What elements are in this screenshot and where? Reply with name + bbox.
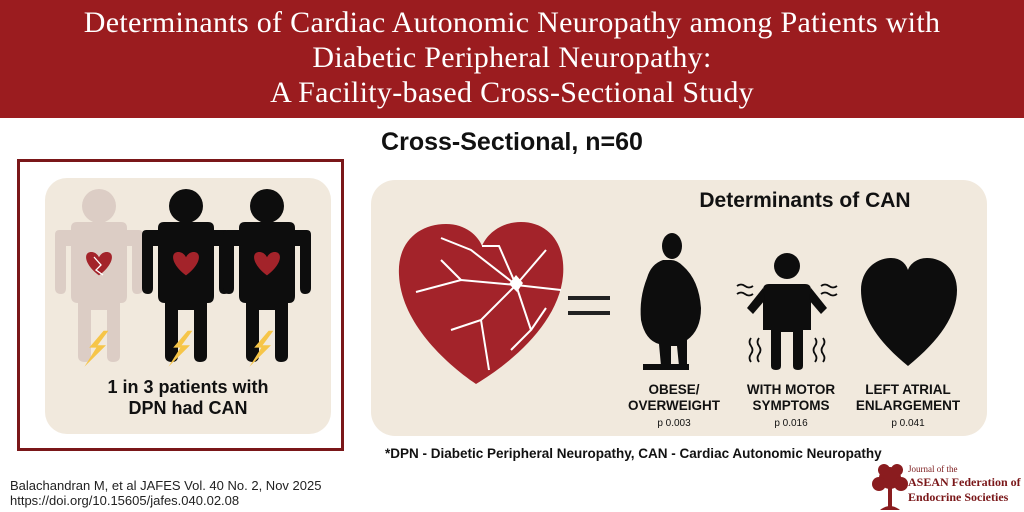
prevalence-line-1: 1 in 3 patients with [107, 377, 269, 397]
abbreviation-footnote: *DPN - Diabetic Peripheral Neuropathy, C… [385, 446, 882, 461]
left-panel-frame [17, 159, 344, 451]
journal-line-2: ASEAN Federation of [908, 475, 1021, 489]
title-line-2: Diabetic Peripheral Neuropathy: [312, 41, 712, 74]
determinants-title: Determinants of CAN [699, 189, 911, 212]
dpn-can-person-icon-1 [142, 189, 230, 367]
motor-label-line-2: SYMPTOMS [752, 398, 830, 413]
motor-label-line-1: WITH MOTOR [746, 382, 836, 397]
determinants-graphics [398, 222, 957, 384]
journal-logo: Journal of the ASEAN Federation of Endoc… [870, 462, 1024, 512]
study-design: Cross-Sectional, n=60 [381, 128, 643, 156]
determinant-label-obese: OBESE/ OVERWEIGHT [614, 382, 734, 414]
dpn-can-person-icon-2 [223, 189, 311, 367]
journal-line-3: Endocrine Societies [908, 490, 1009, 504]
determinant-label-atrial: LEFT ATRIAL ENLARGEMENT [848, 382, 968, 414]
pale-person-icon [55, 189, 143, 367]
p-value-obese: p 0.003 [657, 418, 691, 429]
obese-person-icon [640, 233, 701, 370]
citation-line-2[interactable]: https://doi.org/10.15605/jafes.040.02.08 [10, 493, 240, 508]
trembling-person-icon [736, 253, 838, 370]
prevalence-line-2: DPN had CAN [128, 398, 248, 418]
broken-heart-icon [398, 222, 564, 384]
obese-label-line-1: OBESE/ [648, 382, 700, 397]
p-value-motor: p 0.016 [774, 418, 808, 429]
atrial-label-line-2: ENLARGEMENT [855, 398, 961, 413]
title-line-1: Determinants of Cardiac Autonomic Neurop… [83, 6, 941, 39]
title-banner: Determinants of Cardiac Autonomic Neurop… [0, 0, 1024, 118]
obese-label-line-2: OVERWEIGHT [627, 398, 720, 413]
patient-figures [55, 189, 311, 367]
determinant-label-motor: WITH MOTOR SYMPTOMS [731, 382, 851, 414]
journal-line-1: Journal of the [908, 464, 958, 474]
tree-logo-icon [872, 464, 908, 510]
citation: Balachandran M, et al JAFES Vol. 40 No. … [10, 478, 390, 508]
citation-line-1: Balachandran M, et al JAFES Vol. 40 No. … [10, 478, 322, 493]
p-value-atrial: p 0.041 [891, 418, 925, 429]
heart-icon [861, 258, 957, 366]
atrial-label-line-1: LEFT ATRIAL [865, 382, 951, 397]
equals-icon [568, 296, 610, 315]
prevalence-text: 1 in 3 patients with DPN had CAN [45, 377, 331, 419]
title-line-3: A Facility-based Cross-Sectional Study [270, 76, 754, 109]
